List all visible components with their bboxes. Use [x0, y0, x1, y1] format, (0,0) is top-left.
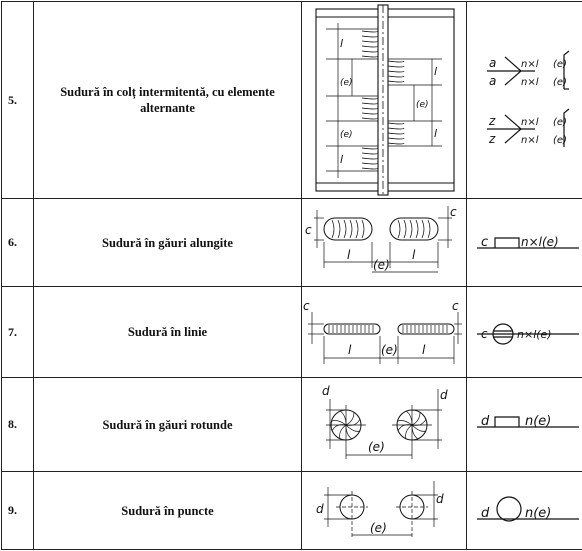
weld-figure: c c l (e) l — [301, 198, 467, 287]
dim-length-label: l — [348, 343, 352, 357]
symbol-pitch: (e) — [553, 77, 567, 88]
dim-pitch-label: (e) — [381, 343, 398, 357]
row-number: 7. — [1, 286, 34, 378]
dim-pitch-label: (e) — [373, 258, 390, 272]
symbol-pitch: (e) — [553, 117, 567, 128]
dim-diameter-label: d — [440, 388, 448, 402]
table-row: 6. Sudură în găuri alungite — [1, 198, 582, 287]
table-row: 5. Sudură în colț intermitentă, cu eleme… — [1, 1, 582, 199]
plug-weld-drawing: d d (e) — [322, 384, 448, 459]
weld-symbol: c n×l(e) — [466, 198, 582, 287]
symbol-diameter: d — [481, 414, 490, 429]
weld-figure: c c l (e) l — [301, 286, 467, 378]
dim-pitch-label: (e) — [416, 100, 429, 110]
symbol-count-length: n×l — [521, 135, 539, 146]
symbol-width: c — [481, 235, 488, 250]
symbol-count-length-pitch: n×l(e) — [521, 235, 559, 249]
table-row: 7. Sudură în linie — [1, 286, 582, 378]
weld-name: Sudură în găuri rotunde — [33, 377, 302, 472]
symbol-leg-z: z — [488, 114, 496, 128]
weld-figure: d d (e) — [301, 377, 467, 472]
dim-length-label: l — [340, 37, 343, 50]
dim-width-label: c — [452, 299, 459, 313]
slot-weld-drawing: c c l (e) l — [305, 205, 457, 272]
weld-name: Sudură în linie — [33, 286, 302, 378]
symbol-throat-a: a — [489, 74, 496, 88]
dim-length-label: l — [347, 248, 351, 262]
weld-figure: d d (e) — [301, 471, 467, 550]
symbol-leg-z: z — [488, 132, 496, 146]
weld-symbol: c n×l(e) — [466, 286, 582, 378]
dim-diameter-label: d — [436, 492, 444, 506]
dim-diameter-label: d — [316, 502, 324, 516]
weld-symbol: a a n×l (e) n×l (e) z z n×l (e) n×l (e) — [466, 1, 582, 199]
weld-name: Sudură în găuri alungite — [33, 198, 302, 287]
symbol-count-length: n×l — [521, 77, 539, 88]
intermittent-fillet-weld-drawing: l (e) (e) l l (e) l — [315, 3, 455, 196]
dim-length-label: l — [422, 343, 426, 357]
weld-symbol: d n(e) — [466, 377, 582, 472]
spot-weld-symbol: d n(e) — [477, 495, 579, 522]
weld-name-text: Sudură în colț intermitentă, cu elemente… — [60, 85, 275, 115]
row-number: 8. — [1, 377, 34, 472]
dim-length-label: l — [340, 153, 343, 166]
table-row: 8. Sudură în găuri rotunde — [1, 377, 582, 472]
dim-pitch-label: (e) — [340, 78, 353, 88]
symbol-count-length: n×l — [521, 59, 539, 70]
dim-length-label: l — [434, 65, 437, 78]
seam-weld-drawing: c c l (e) l — [303, 299, 462, 364]
dim-pitch-label: (e) — [370, 521, 387, 535]
plug-weld-symbol: d n(e) — [477, 414, 579, 429]
symbol-count-pitch: n(e) — [525, 506, 551, 521]
dim-length-label: l — [412, 248, 416, 262]
row-number: 6. — [1, 198, 34, 287]
dim-pitch-label: (e) — [368, 440, 385, 454]
row-number: 5. — [1, 1, 34, 199]
dim-length-label: l — [434, 127, 437, 140]
symbol-count-pitch: n(e) — [525, 414, 551, 429]
weld-name: Sudură în puncte — [33, 471, 302, 550]
symbol-diameter: d — [481, 506, 490, 521]
dim-diameter-label: d — [322, 384, 330, 398]
symbol-count-length-pitch: n×l(e) — [517, 328, 552, 341]
symbol-width: c — [481, 327, 488, 341]
slot-weld-symbol: c n×l(e) — [477, 235, 579, 250]
dim-width-label: c — [305, 223, 312, 237]
symbol-pitch: (e) — [553, 59, 567, 70]
symbol-count-length: n×l — [521, 117, 539, 128]
dim-width-label: c — [450, 205, 457, 219]
dim-pitch-label: (e) — [340, 130, 353, 140]
symbol-throat-a: a — [489, 56, 496, 70]
spot-weld-drawing: d d (e) — [316, 480, 444, 539]
seam-weld-symbol: c n×l(e) — [477, 322, 579, 345]
weld-symbol: d n(e) — [466, 471, 582, 550]
weld-name: Sudură în colț intermitentă, cu elemente… — [33, 1, 302, 199]
weld-figure: l (e) (e) l l (e) l — [301, 1, 467, 199]
dim-width-label: c — [303, 299, 310, 313]
symbol-pitch: (e) — [553, 135, 567, 146]
table-row: 9. Sudură în puncte — [1, 471, 582, 550]
staggered-weld-symbol: a a n×l (e) n×l (e) z z n×l (e) n×l (e) — [487, 50, 570, 147]
row-number: 9. — [1, 471, 34, 550]
